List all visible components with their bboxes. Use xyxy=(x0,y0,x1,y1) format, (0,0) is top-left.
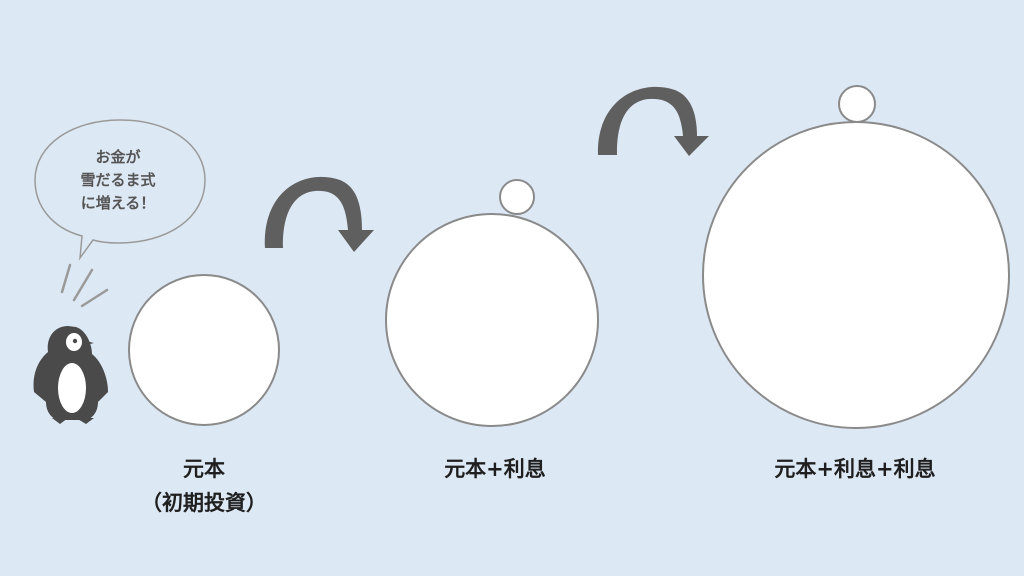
speech-bubble xyxy=(34,119,206,261)
bubble-line: お金が xyxy=(95,148,141,166)
interest-small-circle-2 xyxy=(838,85,876,123)
principal-interest-circle xyxy=(385,213,599,427)
principal-interest-interest-circle xyxy=(702,121,1010,429)
speech-bubble-text: お金が 雪だるま式 に増える！ xyxy=(58,146,178,215)
stage-label-principal-interest-interest: 元本+利息+利息 xyxy=(720,452,990,486)
exclamation-lines xyxy=(60,263,109,308)
stage-label-line: 元本+利息+利息 xyxy=(774,457,936,481)
stage-label-line: （初期投資） xyxy=(141,491,267,515)
penguin-icon xyxy=(33,326,108,424)
curved-arrow-icon xyxy=(264,176,374,252)
curved-arrow-icon xyxy=(597,86,709,156)
stage-label-principal: 元本 （初期投資） xyxy=(104,452,304,520)
stage-label-principal-interest: 元本+利息 xyxy=(390,452,600,486)
bubble-line: に増える！ xyxy=(80,194,156,212)
principal-circle xyxy=(128,274,280,426)
stage-label-line: 元本 xyxy=(183,457,225,481)
stage-label-line: 元本+利息 xyxy=(444,457,546,481)
interest-small-circle xyxy=(499,179,535,215)
bubble-line: 雪だるま式 xyxy=(80,171,156,189)
